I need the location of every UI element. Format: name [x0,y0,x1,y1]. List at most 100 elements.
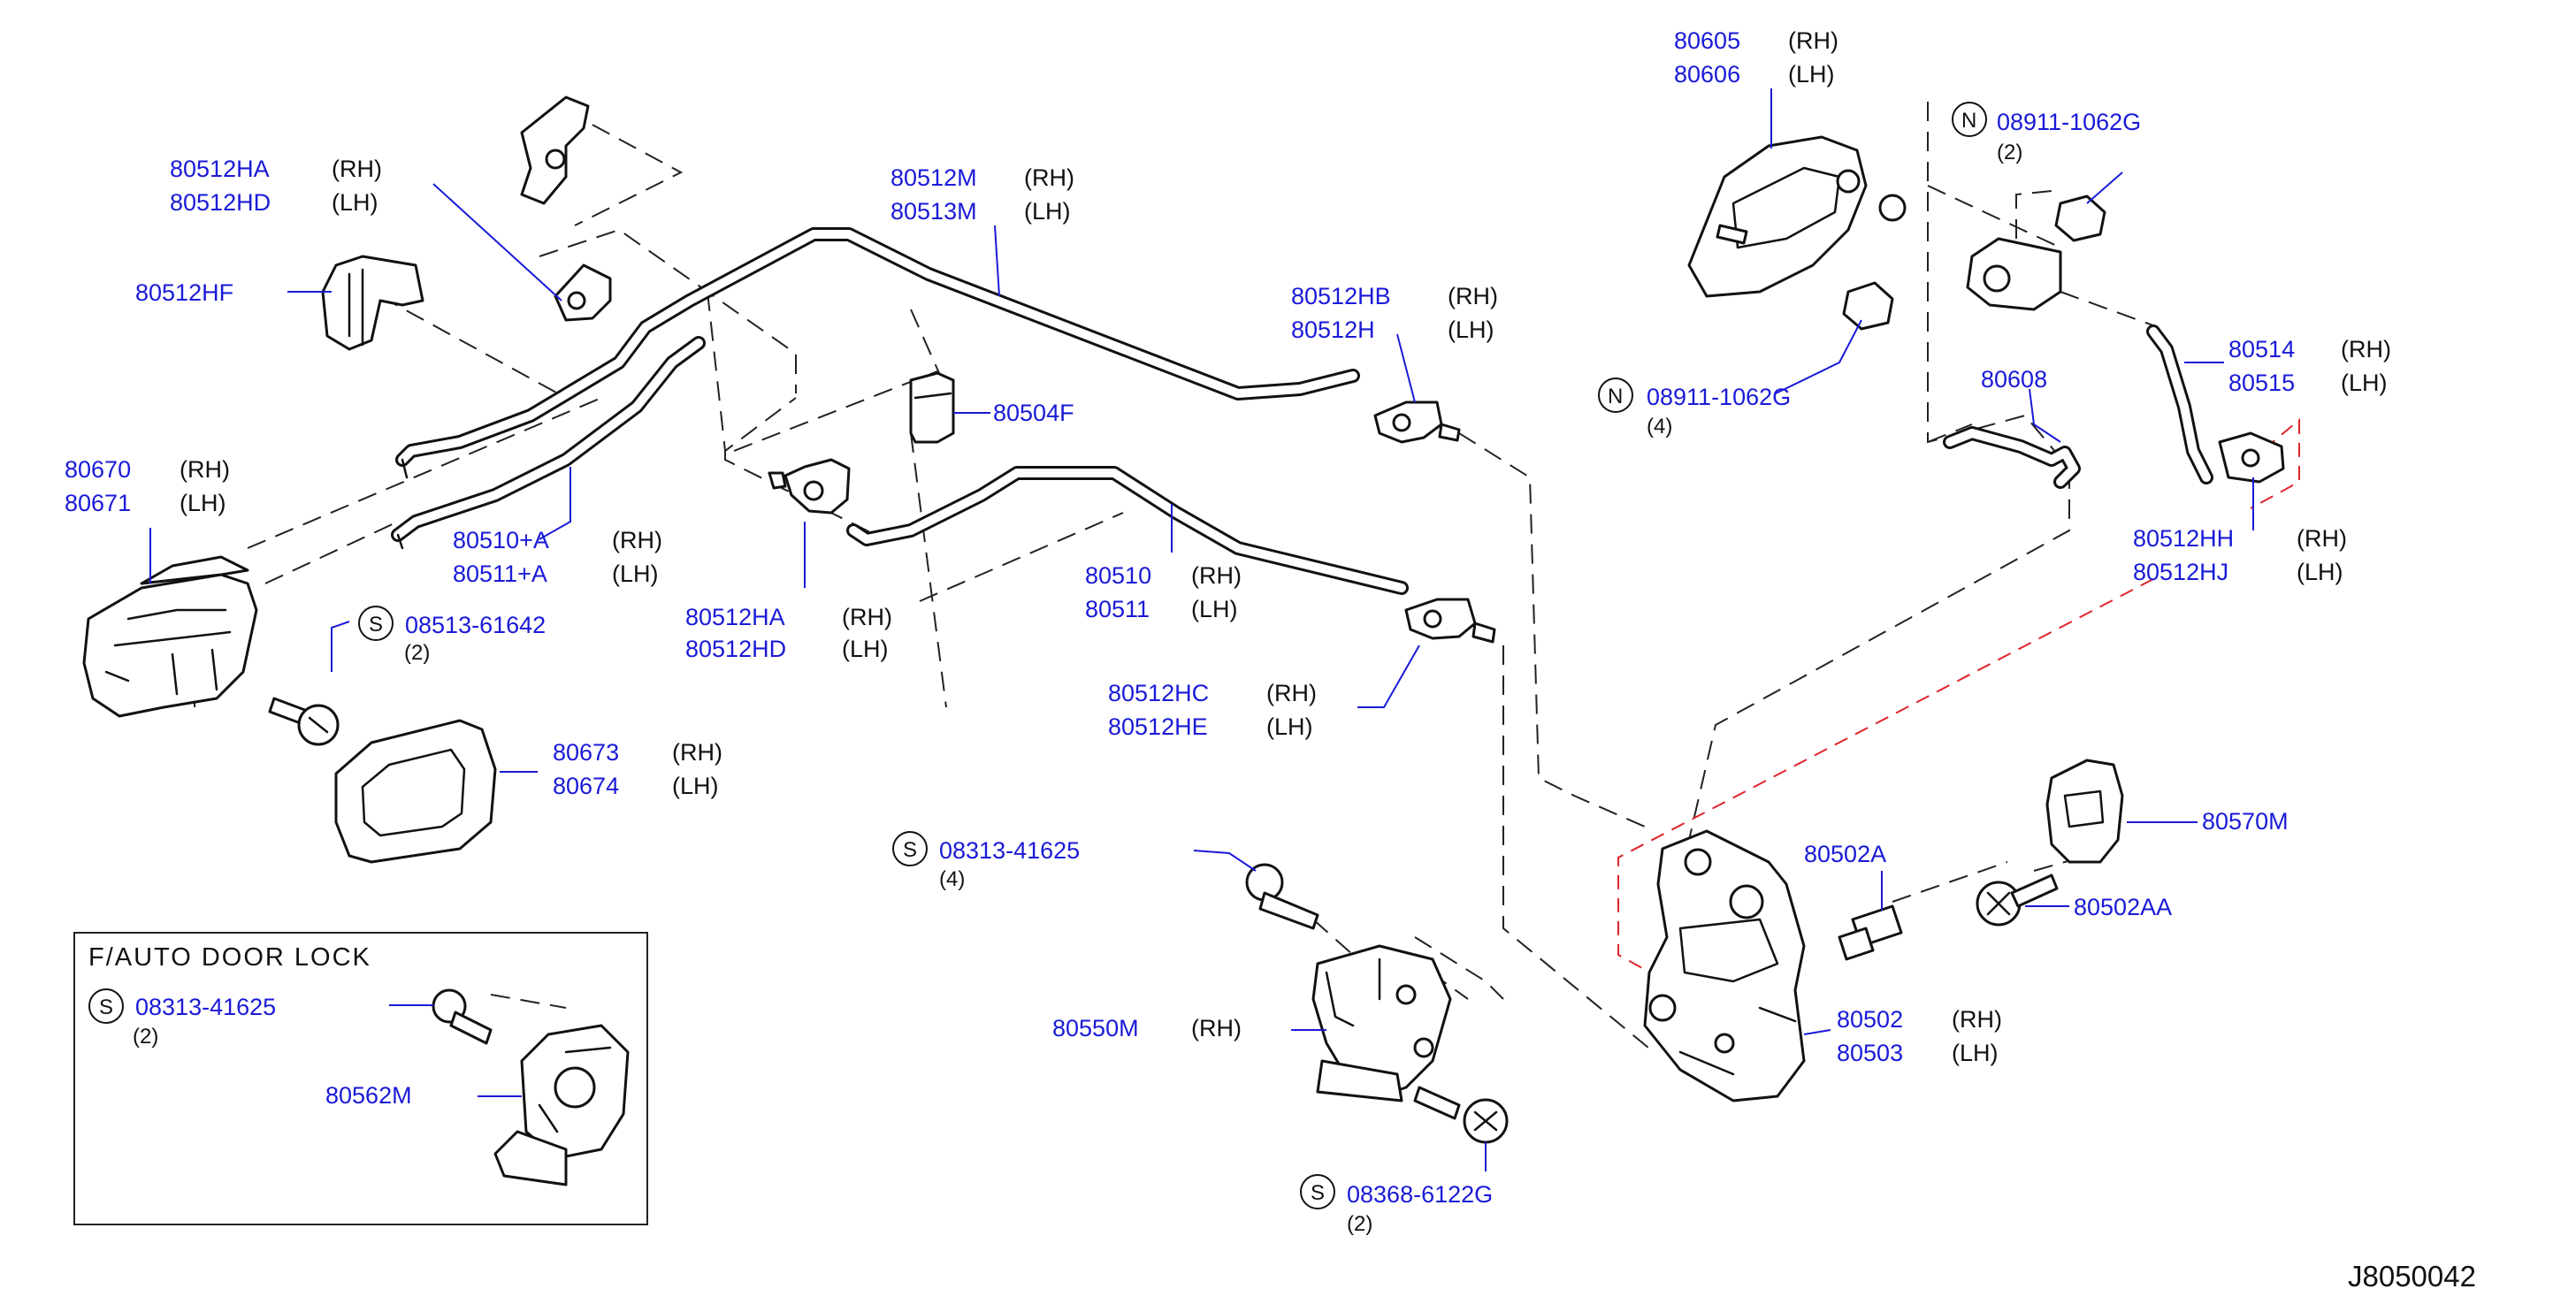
label-08911-mid-qty: (4) [1647,415,1672,439]
label-80511a-side: (LH) [612,561,659,587]
label-80502a: 80502A [1804,841,1886,867]
label-08313-inset-qty: (2) [133,1025,158,1049]
label-80512hd-mid-side: (LH) [842,636,889,662]
label-80512hb-side: (RH) [1448,283,1498,309]
label-80512hf: 80512HF [135,279,233,306]
label-08313-41625-top: 08313-41625 [939,837,1080,864]
rod-80514-drawing [2146,324,2213,484]
label-80511-side: (LH) [1191,596,1238,622]
screw-80502aa-drawing [1976,873,2059,927]
label-80512m-side: (RH) [1024,164,1074,191]
label-08513-61642: 08513-61642 [405,612,546,638]
label-80513m-side: (LH) [1024,198,1071,225]
inset-screw-drawing [432,988,493,1045]
label-80514-side: (RH) [2341,336,2391,362]
nut-08911-top-drawing [2054,195,2106,242]
label-80670: 80670 [65,456,131,483]
label-80511a: 80511+A [453,561,547,587]
label-80606-side: (LH) [1788,61,1835,88]
label-80605-side: (RH) [1788,27,1838,54]
assembly-dashed-lines [194,102,2300,1062]
label-80512hd-mid: 80512HD [685,636,786,662]
label-80512ha-upper-side: (RH) [332,156,382,182]
n-mark-08911-mid-letter: N [1608,385,1623,408]
label-08911-1062g-mid: 08911-1062G [1647,384,1791,410]
label-80512ha-mid-side: (RH) [842,604,892,630]
label-80512m: 80512M [891,164,977,191]
part-drawings [82,95,2285,1186]
n-mark-08911-top [1952,102,1987,137]
s-mark-08513-letter: S [369,613,383,637]
label-80510-side: (RH) [1191,562,1242,589]
label-80513m: 80513M [891,198,977,225]
label-80674-side: (LH) [672,773,719,799]
remote-control-80550m-drawing [1311,944,1452,1102]
label-80512hc: 80512HC [1108,680,1209,706]
clip-80512ha-mid-drawing [768,458,851,515]
label-80504f: 80504F [993,400,1074,426]
label-80550m: 80550M [1052,1015,1139,1041]
label-80510: 80510 [1085,562,1151,589]
label-08911-top-qty: (2) [1997,141,2022,164]
label-80514: 80514 [2228,336,2295,362]
nut-08911-mid-drawing [1842,281,1894,331]
label-08513-qty: (2) [404,641,430,665]
label-80510a: 80510+A [453,527,549,553]
s-mark-08368 [1300,1174,1335,1209]
label-80512hc-side: (RH) [1266,680,1317,706]
label-80512h-side: (LH) [1448,317,1494,343]
label-80515-side: (LH) [2341,370,2388,396]
block-80504f-drawing [909,371,955,444]
clip-80512hc-drawing [1404,598,1496,644]
label-80512he-side: (LH) [1266,713,1313,740]
diagram-code: J8050042 [2348,1260,2476,1293]
inset-frame [73,932,648,1225]
label-80502: 80502 [1837,1006,1903,1033]
screw-08313-top-drawing [1245,863,1319,930]
screw-08513-drawing [268,697,340,746]
label-80512hh: 80512HH [2133,525,2234,552]
label-80503: 80503 [1837,1040,1903,1066]
label-80511: 80511 [1085,596,1150,622]
s-mark-08313-inset-letter: S [99,995,113,1019]
clip-80512hf-drawing [321,255,424,351]
label-80515: 80515 [2228,370,2295,396]
part-labels: 80512HA (RH) 80512HD (LH) 80512HF 80670 … [65,27,2476,1293]
label-80512hb: 80512HB [1291,283,1391,309]
label-08313-top-qty: (4) [939,867,965,891]
s-mark-08313-inset [88,988,124,1024]
inset-actuator-80562m-drawing [493,1024,630,1186]
s-mark-08313-top [892,831,928,866]
label-08368-6122g: 08368-6122G [1347,1181,1493,1208]
label-80512hd-upper-side: (LH) [332,189,378,216]
label-80671: 80671 [65,490,131,516]
label-08313-41625-inset: 08313-41625 [135,994,276,1020]
s-mark-08313-top-letter: S [903,838,917,862]
rod-80608-drawing [1943,426,2081,489]
inset-title: F/AUTO DOOR LOCK [88,943,371,972]
label-08911-1062g-top: 08911-1062G [1997,109,2141,135]
label-80512hd-upper: 80512HD [170,189,271,216]
label-80673: 80673 [553,739,619,766]
label-80512he: 80512HE [1108,713,1208,740]
label-80510a-side: (RH) [612,527,662,553]
inset-box: F/AUTO DOOR LOCK [73,932,648,1225]
label-80674: 80674 [553,773,619,799]
inside-handle-80605-drawing [1687,135,1907,298]
label-80606: 80606 [1674,61,1740,88]
screw-08368-drawing [1413,1086,1509,1144]
label-80605: 80605 [1674,27,1740,54]
s-mark-08513 [358,606,394,641]
label-80570m: 80570M [2202,808,2289,835]
label-80671-side: (LH) [180,490,226,516]
label-80512h: 80512H [1291,317,1375,343]
clip-80512hh-drawing [2218,431,2285,484]
label-80670-side: (RH) [180,456,230,483]
door-lock-80502-drawing [1643,829,1806,1102]
escutcheon-80673-drawing [334,719,497,864]
label-80608: 80608 [1981,366,2047,393]
n-mark-08911-mid [1598,378,1633,413]
striker-80570m-drawing [2045,759,2124,864]
label-80512ha-upper: 80512HA [170,156,270,182]
